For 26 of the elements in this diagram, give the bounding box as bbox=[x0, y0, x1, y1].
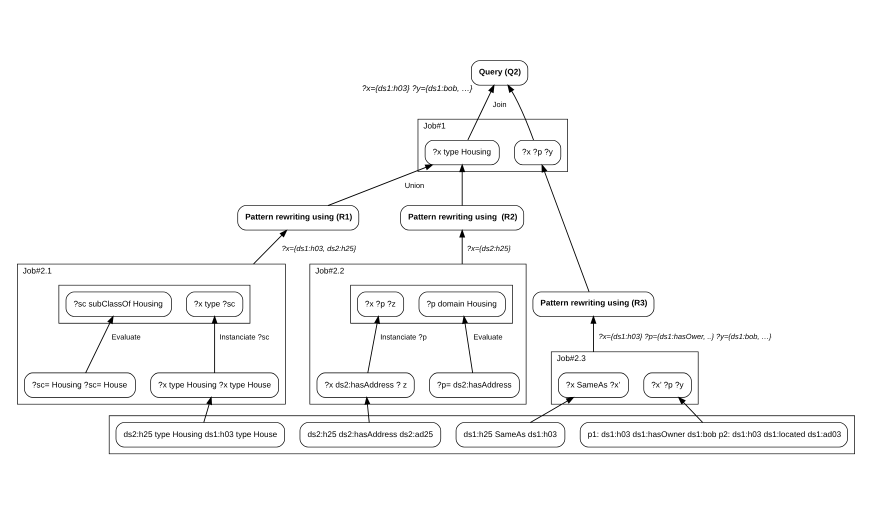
edge-label: ?x={ds1:h03} ?p={ds1:hasOwer, ..} ?y={ds1:bob, …} bbox=[598, 332, 772, 341]
arrow bbox=[458, 228, 465, 265]
edge-label: Instanciate ?p bbox=[380, 332, 426, 342]
arrow bbox=[466, 84, 494, 140]
arrow bbox=[677, 396, 703, 423]
arrow bbox=[462, 315, 473, 374]
arrow bbox=[590, 315, 596, 352]
edge-label: ?x={ds2:h25} bbox=[466, 244, 510, 254]
arrow bbox=[84, 315, 114, 374]
arrow bbox=[327, 164, 434, 206]
edge-label: Union bbox=[404, 180, 424, 190]
edge-label: Join bbox=[492, 100, 506, 109]
cluster bbox=[108, 415, 854, 454]
arrow bbox=[366, 315, 380, 374]
arrow bbox=[202, 396, 212, 423]
arrow bbox=[252, 229, 288, 265]
arrow bbox=[529, 396, 574, 423]
arrow bbox=[458, 164, 465, 206]
arrow bbox=[211, 315, 218, 374]
edge-label: Evaluate bbox=[472, 332, 502, 342]
edge-label: ?x={ds1:h03, ds2:h25} bbox=[281, 244, 356, 254]
arrow bbox=[364, 396, 370, 423]
arrow bbox=[541, 164, 590, 292]
edge-label: Evaluate bbox=[111, 332, 140, 342]
arrow bbox=[506, 84, 534, 141]
edge-label: Instanciate ?sc bbox=[218, 332, 269, 342]
